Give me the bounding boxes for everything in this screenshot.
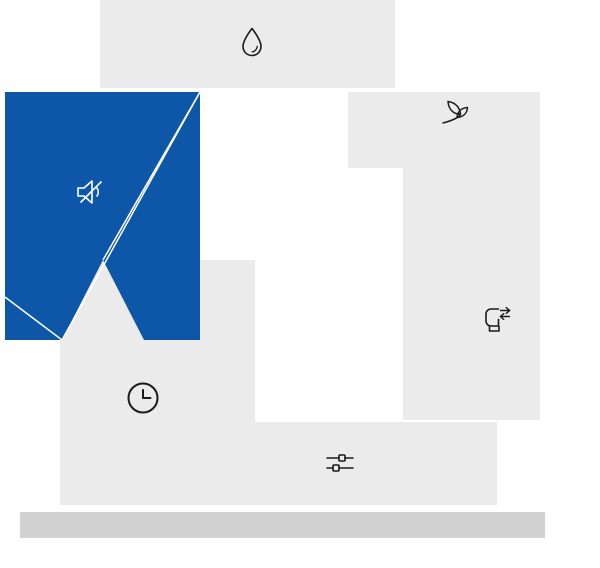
tile-sliders[interactable] xyxy=(200,422,497,505)
tile-eco-extension[interactable] xyxy=(348,92,408,168)
sliders-icon xyxy=(326,454,354,472)
plug-swap-icon xyxy=(485,306,511,332)
tile-connector[interactable] xyxy=(403,92,540,420)
tile-water[interactable] xyxy=(100,0,395,88)
ribbon-muted-audio[interactable] xyxy=(5,92,200,340)
ribbon-shape xyxy=(5,92,200,340)
clock-icon xyxy=(127,382,159,414)
water-drop-icon xyxy=(242,27,262,57)
leaf-icon xyxy=(442,100,469,124)
speaker-muted-icon xyxy=(77,180,102,204)
bottom-bar xyxy=(20,512,545,538)
